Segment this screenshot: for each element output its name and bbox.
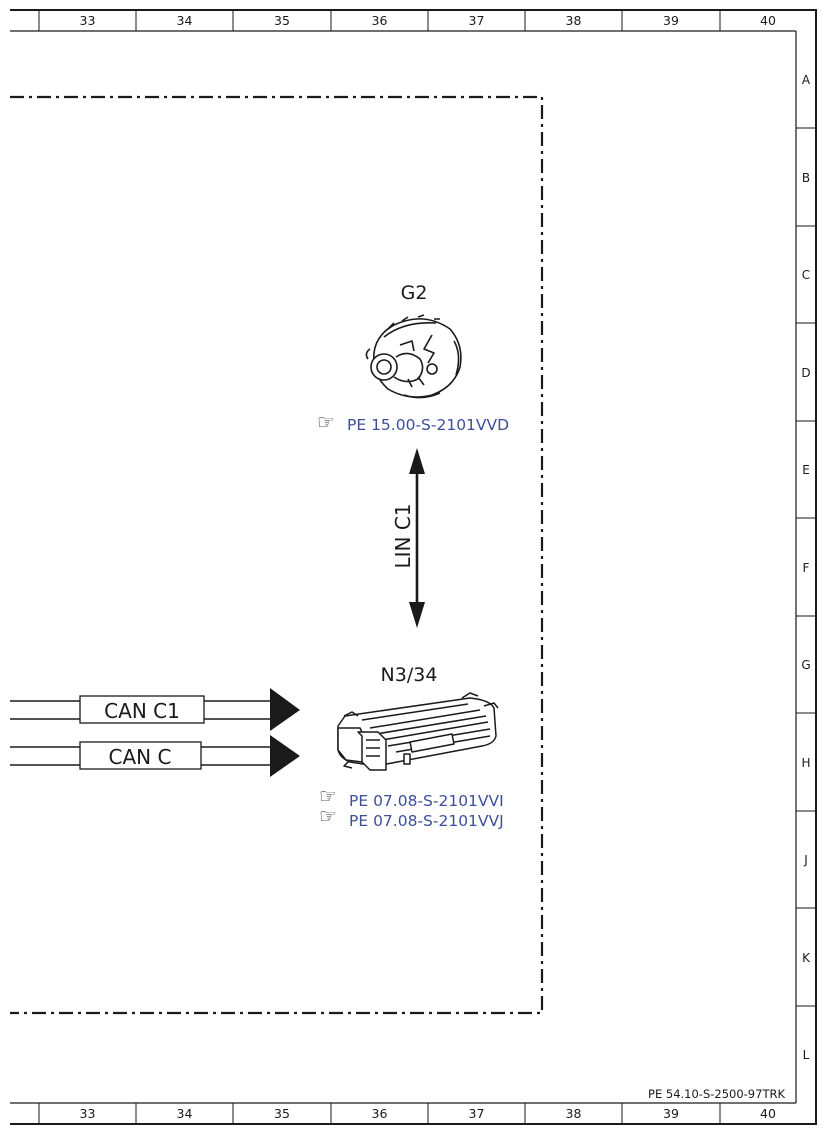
document-id: PE 54.10-S-2500-97TRK: [648, 1087, 785, 1101]
column-label-top: 34: [177, 13, 193, 28]
row-label: L: [803, 1048, 810, 1062]
row-label: K: [802, 951, 811, 965]
component-area-boundary: [10, 95, 544, 1015]
alternator-label: G2: [401, 282, 428, 304]
row-label: E: [802, 463, 810, 477]
column-label-top: 36: [372, 13, 388, 28]
row-label: G: [801, 658, 810, 672]
row-label: J: [803, 853, 808, 867]
column-label-top: 38: [566, 13, 582, 28]
column-ruler-top: 33 34 35 36 37 38 39 40: [38, 10, 776, 31]
sheet-frame: [10, 9, 817, 1125]
row-label: F: [803, 561, 810, 575]
can-c1-bus-label: CAN C1: [104, 699, 180, 723]
row-label: A: [802, 73, 811, 87]
can-c-bus-label: CAN C: [109, 745, 172, 769]
lin-connection-arrow: [409, 448, 425, 628]
column-label-bottom: 34: [177, 1106, 193, 1121]
can-c-bus-line: [10, 735, 300, 777]
can-c1-bus-line: [10, 688, 300, 731]
reference-hand-icon: ☞: [317, 410, 335, 434]
column-label-bottom: 39: [663, 1106, 679, 1121]
column-label-bottom: 40: [760, 1106, 776, 1121]
control-unit-icon[interactable]: [337, 692, 499, 771]
column-label-top: 35: [274, 13, 290, 28]
row-label: B: [802, 171, 810, 185]
column-label-bottom: 35: [274, 1106, 290, 1121]
reference-hand-icon: ☞: [319, 804, 337, 828]
column-label-top: 39: [663, 13, 679, 28]
column-label-bottom: 36: [372, 1106, 388, 1121]
column-label-top: 40: [760, 13, 776, 28]
column-label-bottom: 33: [80, 1106, 96, 1121]
control-unit-label: N3/34: [381, 664, 438, 686]
lin-bus-label: LIN C1: [391, 503, 415, 568]
alternator-reference-link[interactable]: PE 15.00-S-2101VVD: [347, 416, 509, 434]
column-label-top: 33: [80, 13, 96, 28]
row-ruler-right: A B C D E F G H J K L: [796, 73, 816, 1062]
column-ruler-bottom: 33 34 35 36 37 38 39 40: [38, 1103, 776, 1124]
row-label: H: [801, 756, 810, 770]
column-label-bottom: 37: [469, 1106, 485, 1121]
column-label-bottom: 38: [566, 1106, 582, 1121]
column-label-top: 37: [469, 13, 485, 28]
control-unit-reference-link[interactable]: PE 07.08-S-2101VVJ: [349, 812, 504, 830]
reference-hand-icon: ☞: [319, 784, 337, 808]
row-label: C: [802, 268, 810, 282]
row-label: D: [801, 366, 810, 380]
control-unit-reference-link[interactable]: PE 07.08-S-2101VVI: [349, 792, 504, 810]
alternator-icon[interactable]: [365, 314, 462, 399]
